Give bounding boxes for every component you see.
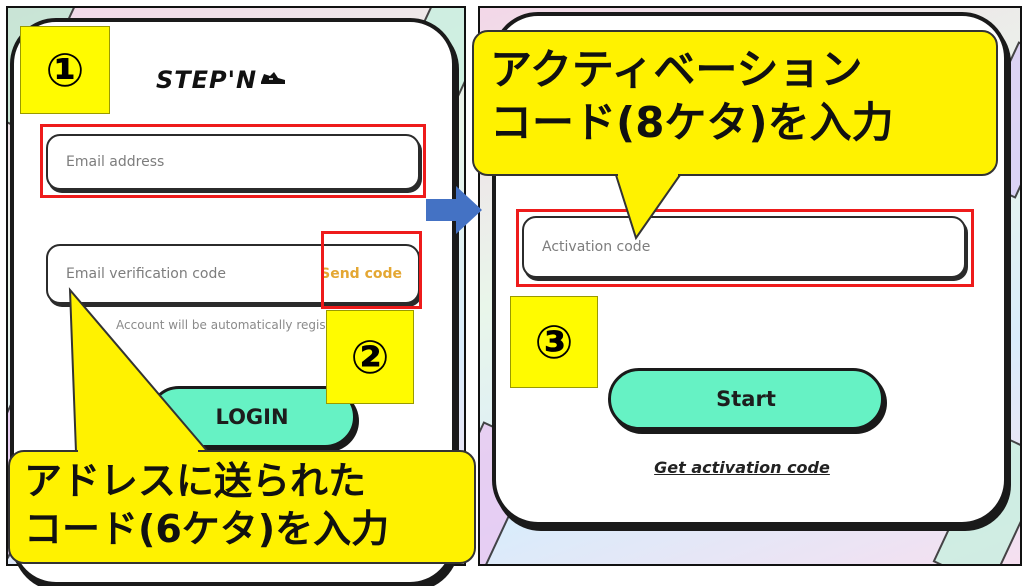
step-3-marker: ③ (510, 296, 598, 388)
stepn-logo: STEP'N (156, 66, 286, 94)
activation-code-placeholder: Activation code (542, 239, 651, 255)
step-1-marker: ① (20, 26, 110, 114)
highlight-email-field (40, 124, 426, 198)
email-placeholder: Email address (66, 154, 165, 170)
login-button[interactable]: LOGIN (148, 386, 356, 448)
verification-code-field[interactable]: Email verification code Send code (46, 244, 420, 304)
activation-code-field[interactable]: Activation code (522, 216, 966, 278)
start-button[interactable]: Start (608, 368, 884, 430)
highlight-send-code (321, 231, 422, 309)
step-2-marker: ② (326, 310, 414, 404)
right-arrow-icon (426, 186, 482, 238)
callout-tail-join (618, 172, 678, 176)
highlight-activation-field (516, 209, 974, 287)
get-activation-code-link[interactable]: Get activation code (654, 458, 830, 477)
send-code-button[interactable]: Send code (320, 266, 402, 282)
callout-bottom-line2: コード(6ケタ)を入力 (24, 506, 390, 551)
callout-bottom: アドレスに送られた コード(6ケタ)を入力 (8, 450, 476, 564)
callout-tail-join (78, 450, 198, 454)
email-field[interactable]: Email address (46, 134, 420, 190)
callout-top-line2: コード(8ケタ)を入力 (490, 97, 894, 147)
callout-bottom-line1: アドレスに送られた (24, 459, 367, 503)
callout-top-line1: アクティベーション (490, 45, 863, 94)
callout-top: アクティベーション コード(8ケタ)を入力 (472, 30, 998, 176)
sneaker-icon (260, 70, 286, 90)
auto-register-notice: Account will be automatically regis (116, 318, 326, 332)
verification-code-placeholder: Email verification code (66, 266, 226, 282)
logo-text: STEP'N (156, 66, 258, 94)
